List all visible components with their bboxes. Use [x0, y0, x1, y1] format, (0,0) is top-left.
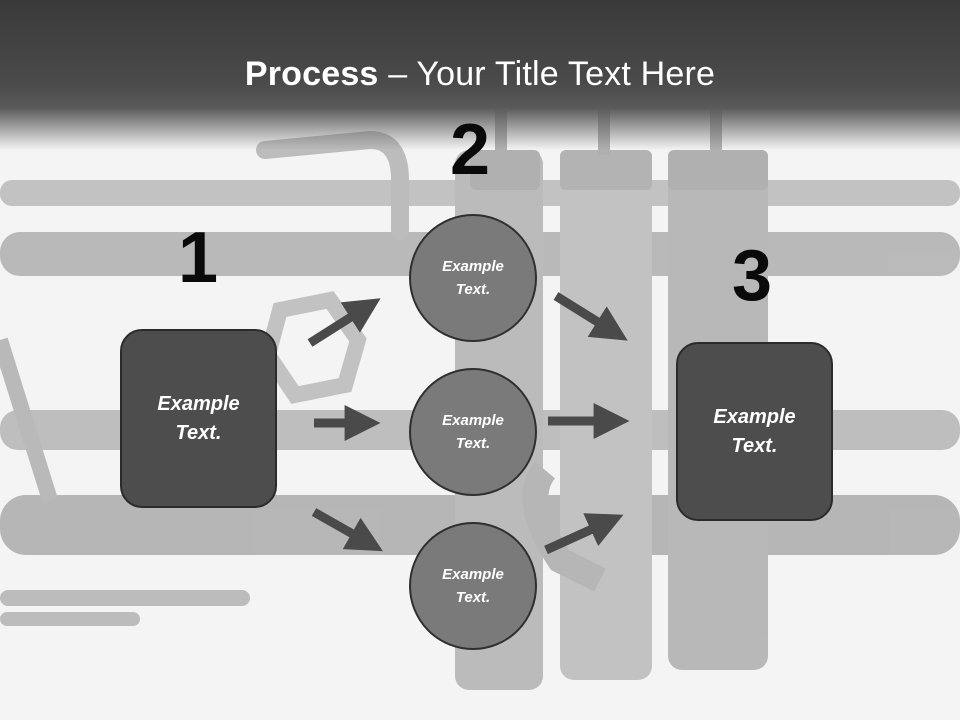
arrow-1-to-bottom — [311, 508, 383, 552]
arrow-bottom-to-3 — [544, 513, 624, 555]
step-2-circle-middle-label: Example Text. — [442, 412, 504, 452]
step-3-number: 3 — [732, 236, 773, 316]
title-bold: Process — [244, 55, 379, 93]
step-2-circle-top-label: Example Text. — [442, 258, 504, 298]
slide-title: Process – Your Title Text Here — [0, 52, 960, 96]
step-2-circle-bottom-label: Example Text. — [442, 566, 504, 606]
title-band — [0, 0, 960, 150]
step-2-number: 2 — [450, 110, 491, 190]
arrow-top-to-3 — [553, 292, 628, 341]
step-1-label: Example Text. — [157, 392, 240, 444]
step-2-circle-bottom: Example Text. — [409, 522, 537, 650]
step-3-box: Example Text. — [676, 342, 833, 521]
step-3-label: Example Text. — [713, 405, 796, 457]
arrow-1-to-top — [307, 298, 381, 347]
step-2-circle-middle: Example Text. — [409, 368, 537, 496]
step-1-box: Example Text. — [120, 329, 277, 508]
title-rest: – Your Title Text Here — [378, 55, 716, 93]
step-2-circle-top: Example Text. — [409, 214, 537, 342]
step-1-number: 1 — [178, 218, 219, 298]
